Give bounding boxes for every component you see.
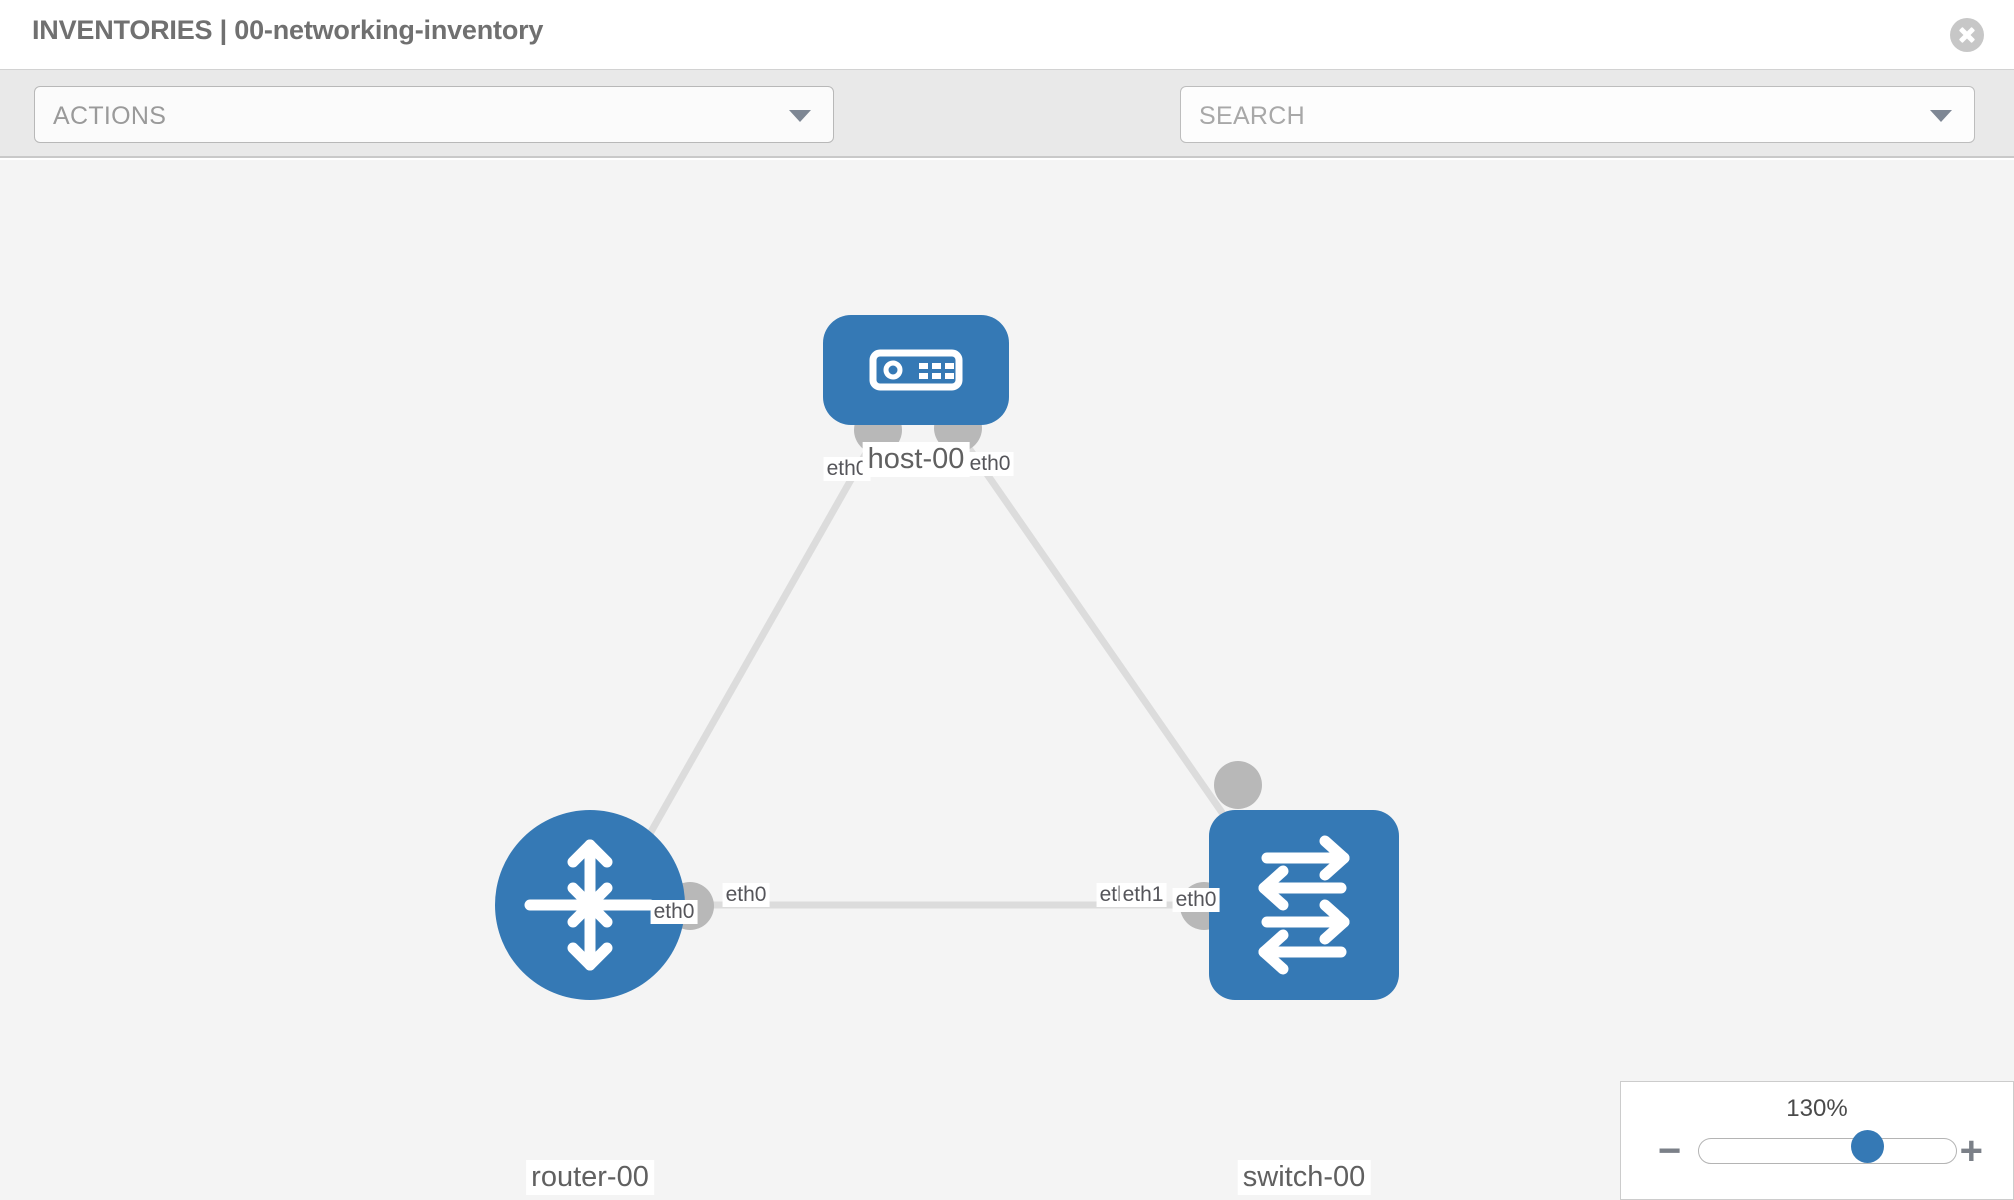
iface-label-switch-left: eth1 <box>1119 883 1167 907</box>
router-arrows-icon <box>524 839 656 971</box>
actions-dropdown-label: ACTIONS <box>53 102 167 130</box>
topology-canvas[interactable]: host-00 router-00 switch-00 eth0 eth0 et… <box>0 160 2014 1200</box>
close-icon[interactable] <box>1950 18 1984 52</box>
server-icon-vents <box>919 363 954 379</box>
node-label-host-00: host-00 <box>862 442 970 477</box>
server-icon-body <box>869 349 963 391</box>
chevron-down-icon <box>789 109 811 122</box>
search-placeholder: SEARCH <box>1199 102 1305 130</box>
chevron-down-icon[interactable] <box>1930 109 1952 122</box>
node-label-router-00: router-00 <box>526 1160 654 1195</box>
iface-label-switch-upper: eth0 <box>1172 888 1220 912</box>
actions-dropdown[interactable]: ACTIONS <box>34 86 834 143</box>
zoom-slider-thumb[interactable] <box>1851 1130 1884 1163</box>
page-header: INVENTORIES | 00-networking-inventory <box>0 0 2014 69</box>
link-host-router[interactable] <box>631 416 890 862</box>
iface-label-host-right: eth0 <box>966 452 1014 476</box>
search-input[interactable]: SEARCH <box>1180 86 1975 143</box>
node-label-switch-00: switch-00 <box>1237 1160 1371 1195</box>
iface-label-router-right: eth0 <box>722 883 770 907</box>
toolbar: ACTIONS SEARCH <box>0 69 2014 199</box>
endpoint-switch-upper[interactable] <box>1214 761 1262 809</box>
node-host-00[interactable] <box>823 315 1009 425</box>
iface-label-router-upper: eth0 <box>650 900 698 924</box>
zoom-slider-track[interactable] <box>1698 1138 1957 1164</box>
zoom-control-panel: 130% − + <box>1620 1081 2014 1200</box>
zoom-level-value: 130% <box>1786 1095 1848 1122</box>
node-switch-00[interactable] <box>1209 810 1399 1000</box>
server-icon-led <box>883 360 903 380</box>
zoom-out-button[interactable]: − <box>1658 1129 1682 1173</box>
zoom-in-button[interactable]: + <box>1959 1129 1983 1173</box>
node-router-00[interactable] <box>495 810 685 1000</box>
link-host-switch[interactable] <box>945 416 1251 852</box>
switch-arrows-icon <box>1258 835 1350 975</box>
page-title: INVENTORIES | 00-networking-inventory <box>32 15 544 45</box>
iface-label-host-left: eth0 <box>823 457 871 481</box>
